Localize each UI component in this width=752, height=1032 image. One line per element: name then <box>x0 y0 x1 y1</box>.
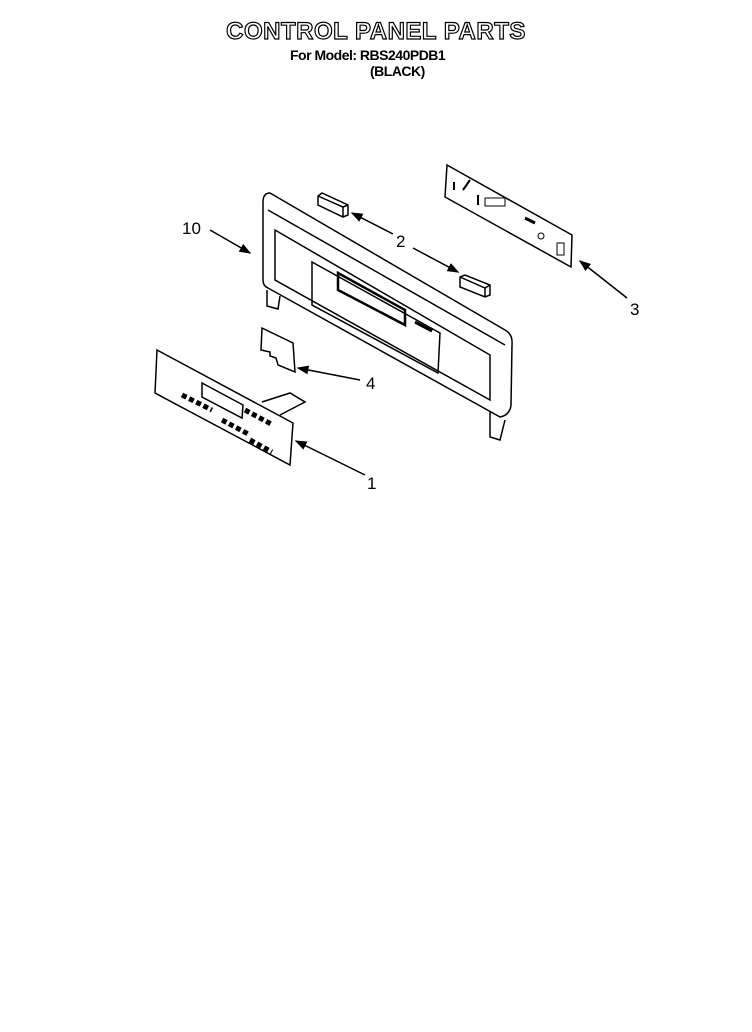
part-2-blocks <box>317 192 491 298</box>
callout-4: 4 <box>366 374 375 393</box>
arrow-4 <box>296 365 361 381</box>
arrow-2b <box>412 247 460 273</box>
callout-1: 1 <box>367 474 376 493</box>
arrow-1 <box>294 440 366 476</box>
part-1-overlay <box>154 348 307 467</box>
page-title: CONTROL PANEL PARTS <box>226 17 526 45</box>
arrow-2a <box>350 212 394 235</box>
callout-2: 2 <box>396 232 405 251</box>
model-line: For Model: RBS240PDB1 <box>290 47 446 63</box>
callout-10: 10 <box>182 219 201 238</box>
arrow-3 <box>578 260 628 299</box>
color-line: (BLACK) <box>370 63 425 79</box>
part-4-plate <box>260 326 296 374</box>
part-3-control-board <box>444 163 573 269</box>
part-10-bezel <box>262 192 513 441</box>
callout-3: 3 <box>630 300 639 319</box>
arrow-10 <box>209 229 252 254</box>
